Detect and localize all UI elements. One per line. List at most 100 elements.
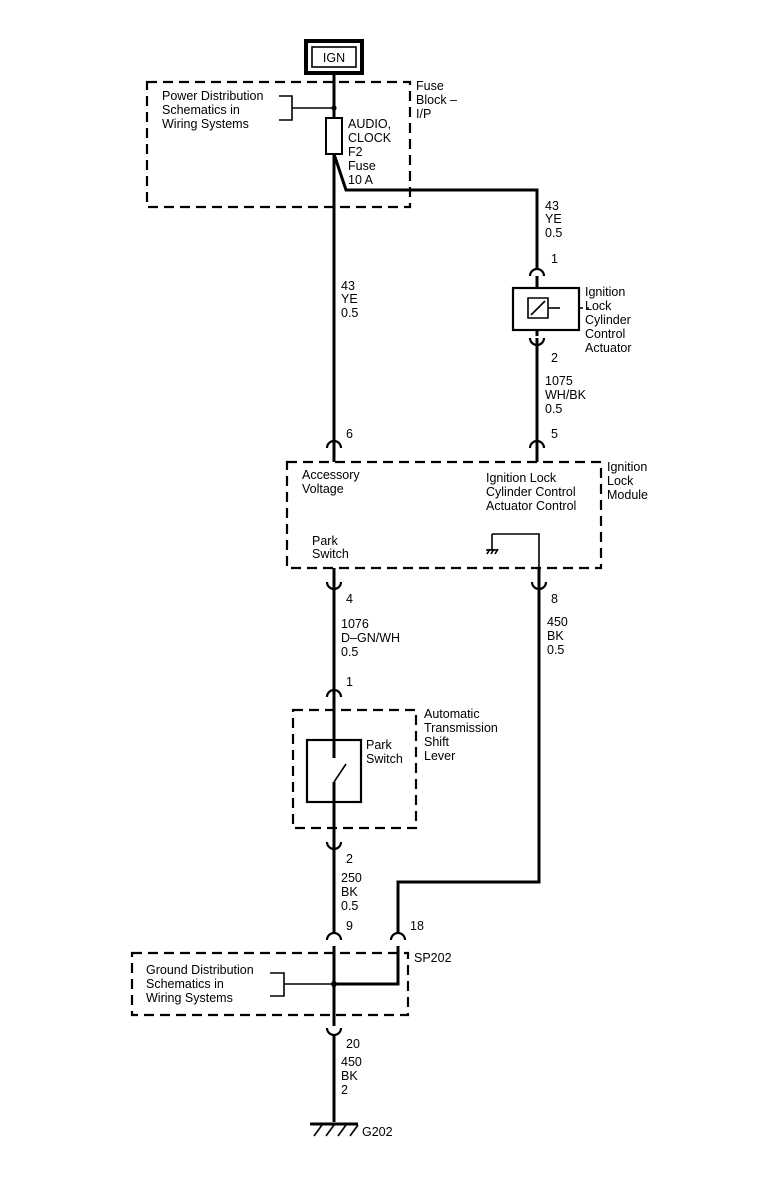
svg-text:Ignition: Ignition — [585, 285, 625, 299]
connector-shift-lever-pin-2: 2 — [325, 802, 353, 866]
svg-text:Lock: Lock — [607, 474, 634, 488]
connector-splice-pin-18: 18 — [389, 919, 424, 941]
ignition-lock-cylinder-control-actuator: 1 2 Ignition Lock Cylinder Control Actua… — [511, 252, 632, 365]
svg-text:1075: 1075 — [545, 374, 573, 388]
wire-label-43-left: 43 YE 0.5 — [341, 279, 358, 320]
svg-text:Cylinder: Cylinder — [585, 313, 631, 327]
svg-text:I/P: I/P — [416, 107, 431, 121]
svg-text:Fuse: Fuse — [348, 159, 376, 173]
svg-text:6: 6 — [346, 427, 353, 441]
wire-label-450-ground: 450 BK 2 — [341, 1055, 362, 1097]
internal-ground-symbol — [486, 533, 540, 568]
svg-text:Ground Distribution: Ground Distribution — [146, 963, 254, 977]
fuse-f2: AUDIO, CLOCK F2 Fuse 10 A — [325, 117, 392, 187]
svg-text:0.5: 0.5 — [545, 402, 562, 416]
svg-text:Module: Module — [607, 488, 648, 502]
svg-text:Park: Park — [366, 738, 392, 752]
svg-text:450: 450 — [341, 1055, 362, 1069]
park-switch-input-label: Park Switch — [312, 534, 349, 561]
wire-label-250: 250 BK 0.5 — [341, 871, 362, 913]
accessory-voltage-label: Accessory Voltage — [302, 468, 360, 496]
svg-text:YE: YE — [341, 292, 358, 306]
actuator-control-label: Ignition Lock Cylinder Control Actuator … — [486, 471, 576, 513]
automatic-transmission-shift-lever: 1 Automatic Transmission Shift Lever Par… — [291, 675, 498, 866]
svg-text:Transmission: Transmission — [424, 721, 498, 735]
svg-text:20: 20 — [346, 1037, 360, 1051]
svg-text:Ignition Lock: Ignition Lock — [486, 471, 557, 485]
svg-text:Schematics in: Schematics in — [146, 977, 224, 991]
connector-module-pin-5: 5 — [528, 427, 558, 462]
svg-text:Switch: Switch — [312, 547, 349, 561]
svg-text:Actuator: Actuator — [585, 341, 632, 355]
connector-module-pin-4: 4 — [325, 568, 353, 606]
ignition-lock-module: 6 5 Ignition Lock Module Accessory Volta… — [285, 427, 648, 606]
svg-text:250: 250 — [341, 871, 362, 885]
svg-text:Power Distribution: Power Distribution — [162, 89, 263, 103]
wire-label-1075: 1075 WH/BK 0.5 — [545, 374, 587, 416]
park-switch: Park Switch — [305, 738, 403, 804]
svg-text:10 A: 10 A — [348, 173, 374, 187]
wire-label-1076: 1076 D–GN/WH 0.5 — [341, 617, 400, 659]
ground-name: G202 — [362, 1125, 393, 1139]
power-distribution-reference: Power Distribution Schematics in Wiring … — [162, 89, 337, 131]
svg-text:AUDIO,: AUDIO, — [348, 117, 391, 131]
svg-text:BK: BK — [547, 629, 564, 643]
svg-text:Schematics in: Schematics in — [162, 103, 240, 117]
connector-splice-pin-9: 9 — [325, 919, 353, 941]
svg-text:Wiring Systems: Wiring Systems — [146, 991, 233, 1005]
svg-text:Switch: Switch — [366, 752, 403, 766]
svg-text:Actuator Control: Actuator Control — [486, 499, 576, 513]
svg-text:Lever: Lever — [424, 749, 455, 763]
connector-module-pin-6: 6 — [325, 427, 353, 462]
shift-lever-name: Automatic Transmission Shift Lever — [424, 707, 498, 763]
svg-text:2: 2 — [551, 351, 558, 365]
splice-name: SP202 — [414, 951, 452, 965]
svg-text:Voltage: Voltage — [302, 482, 344, 496]
svg-text:Ignition: Ignition — [607, 460, 647, 474]
svg-text:18: 18 — [410, 919, 424, 933]
svg-text:F2: F2 — [348, 145, 363, 159]
fuse-block-boundary — [145, 80, 412, 209]
fuse-block-name: Fuse Block – I/P — [416, 79, 457, 121]
svg-text:WH/BK: WH/BK — [545, 388, 587, 402]
connector-splice-pin-20: 20 — [325, 1015, 360, 1051]
svg-text:D–GN/WH: D–GN/WH — [341, 631, 400, 645]
splice-boundary — [130, 951, 410, 1017]
shift-lever-boundary — [291, 708, 418, 830]
svg-text:2: 2 — [341, 1083, 348, 1097]
wire-label-43-right: 43 YE 0.5 — [545, 199, 562, 240]
svg-text:43: 43 — [545, 199, 559, 213]
svg-text:0.5: 0.5 — [341, 306, 358, 320]
svg-text:BK: BK — [341, 885, 358, 899]
ground-distribution-reference: Ground Distribution Schematics in Wiring… — [146, 963, 334, 1005]
svg-text:2: 2 — [346, 852, 353, 866]
svg-text:CLOCK: CLOCK — [348, 131, 392, 145]
fuse-block: Fuse Block – I/P Power Distribution Sche… — [145, 79, 457, 209]
svg-text:Control: Control — [585, 327, 625, 341]
svg-text:Fuse: Fuse — [416, 79, 444, 93]
svg-text:0.5: 0.5 — [545, 226, 562, 240]
module-boundary — [285, 460, 603, 570]
connector-shift-lever-pin-1: 1 — [325, 675, 353, 740]
svg-text:Wiring Systems: Wiring Systems — [162, 117, 249, 131]
wire-label-450-mid: 450 BK 0.5 — [547, 615, 568, 657]
svg-text:0.5: 0.5 — [341, 899, 358, 913]
connector-actuator-pin-2: 2 — [528, 337, 558, 365]
svg-text:0.5: 0.5 — [341, 645, 358, 659]
svg-text:9: 9 — [346, 919, 353, 933]
connector-module-pin-8: 8 — [530, 568, 558, 606]
svg-text:450: 450 — [547, 615, 568, 629]
svg-text:Accessory: Accessory — [302, 468, 360, 482]
svg-text:Automatic: Automatic — [424, 707, 480, 721]
svg-text:BK: BK — [341, 1069, 358, 1083]
ground-g202: G202 — [310, 1122, 393, 1139]
wires — [332, 73, 541, 1122]
svg-text:YE: YE — [545, 212, 562, 226]
module-name: Ignition Lock Module — [607, 460, 648, 502]
svg-text:4: 4 — [346, 592, 353, 606]
actuator-name: Ignition Lock Cylinder Control Actuator — [585, 285, 632, 355]
svg-text:Lock: Lock — [585, 299, 612, 313]
svg-text:Cylinder Control: Cylinder Control — [486, 485, 576, 499]
svg-text:1076: 1076 — [341, 617, 369, 631]
